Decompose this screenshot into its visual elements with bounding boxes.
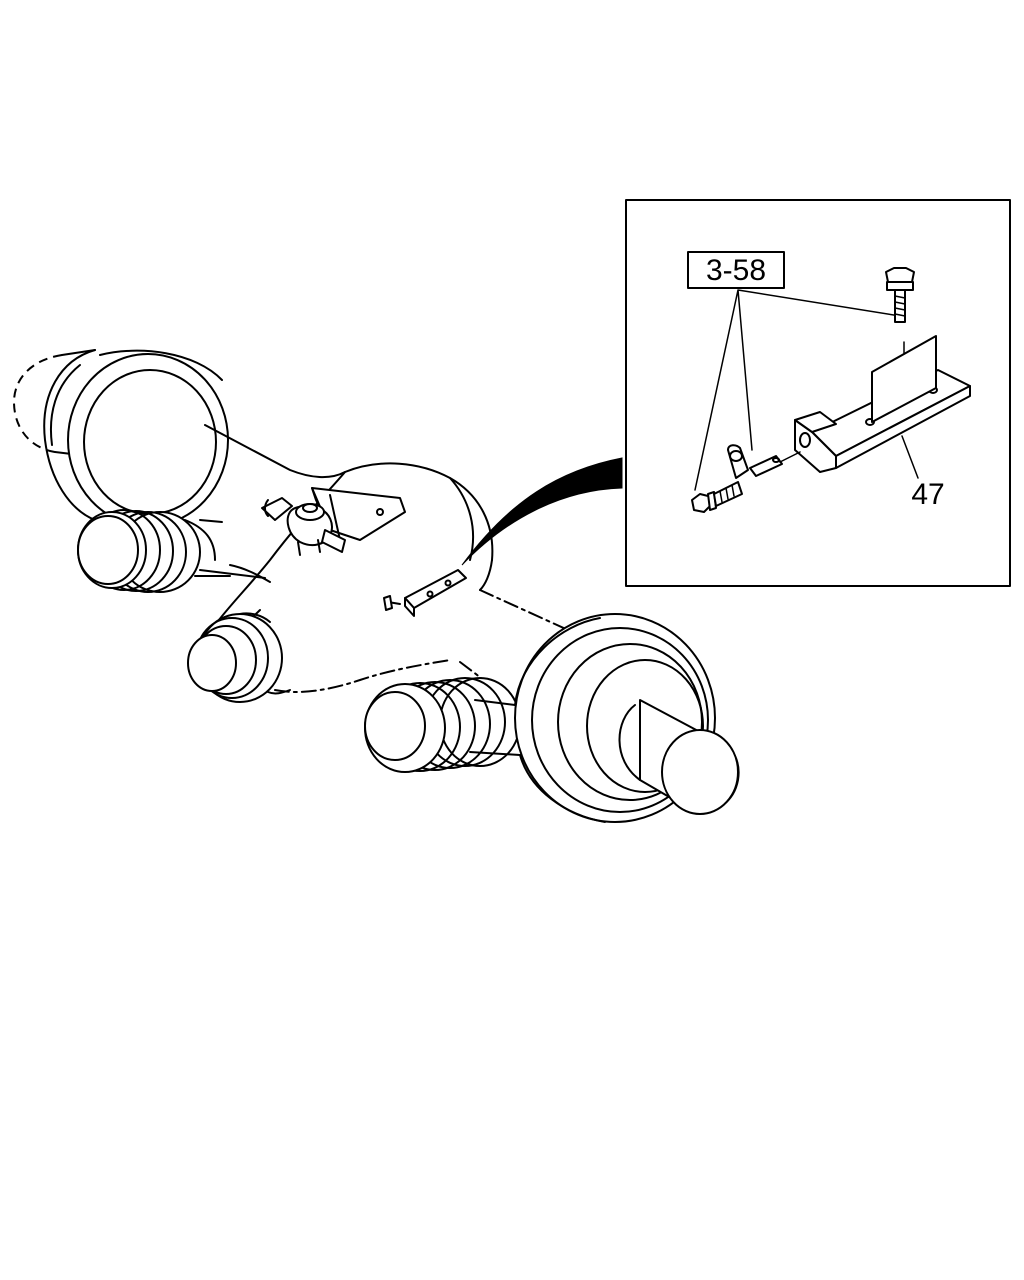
ref-callout-label: 3-58 bbox=[706, 254, 766, 287]
zoom-indicator bbox=[461, 457, 623, 566]
clip-bracket bbox=[727, 444, 801, 479]
leader-lines bbox=[694, 289, 901, 491]
detail-inset: 3-58 bbox=[625, 199, 1011, 587]
housing-outline-upper bbox=[204, 424, 494, 561]
right-hub bbox=[514, 613, 740, 823]
bracket-part-47 bbox=[794, 335, 971, 473]
left-hub bbox=[43, 349, 229, 527]
small-bracket bbox=[383, 569, 467, 617]
center-left-stub bbox=[187, 612, 291, 703]
valve-assembly bbox=[261, 487, 406, 556]
inset-frame bbox=[625, 199, 1011, 587]
ref-callout-box: 3-58 bbox=[687, 251, 785, 289]
bottom-bolt bbox=[691, 481, 743, 513]
part-47-leader bbox=[901, 435, 919, 479]
left-bellows bbox=[77, 509, 231, 593]
top-bolt bbox=[885, 267, 915, 323]
part-number-label: 47 bbox=[911, 478, 944, 511]
right-bellows bbox=[364, 677, 521, 773]
